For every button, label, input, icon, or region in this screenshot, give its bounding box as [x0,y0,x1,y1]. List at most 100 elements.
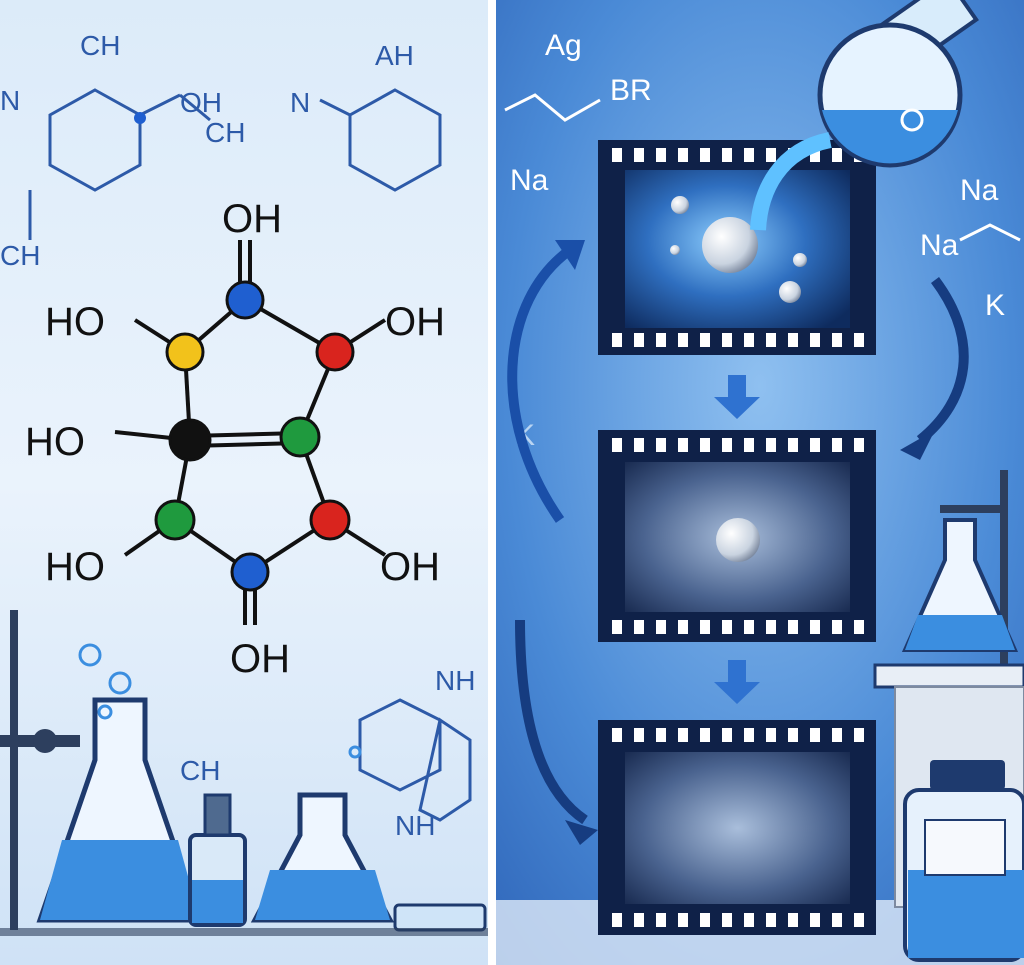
label-oh: OH [180,87,222,118]
sprocket-hole [678,333,688,347]
label-oh: OH [385,300,445,344]
sprocket-hole [766,728,776,742]
sprocket-hole [612,728,622,742]
sprocket-hole [744,620,754,634]
label-na: Na [920,229,959,262]
bottle-cap [930,760,1005,790]
lab-glassware-left [0,610,488,936]
petri-dish-icon [393,903,487,932]
label-oh: OH [230,637,290,681]
round-flask-icon [750,0,979,231]
label-oh: OH [380,545,440,589]
sprocket-hole [744,728,754,742]
particle-icon [716,518,760,562]
sprocket-hole [810,148,820,162]
label-oh: OH [222,197,282,241]
sprocket-hole [678,620,688,634]
sprocket-hole [722,148,732,162]
label-na: Na [960,174,999,207]
atom-red [309,499,351,541]
sprocket-hole [612,333,622,347]
sprocket-hole [722,438,732,452]
label-ag: Ag [545,29,582,62]
atom-red [315,332,355,372]
sprocket-hole [810,728,820,742]
sprocket-hole [744,333,754,347]
sprocket-hole [612,148,622,162]
atom-yellow [165,332,205,372]
sprocket-hole [700,438,710,452]
sprocket-hole [656,333,666,347]
down-arrows [714,375,760,704]
sprocket-hole [766,438,776,452]
sprocket-hole [810,438,820,452]
sprocket-hole [634,438,644,452]
sprocket-hole [854,333,864,347]
atom-blue [225,280,265,320]
sprocket-hole [766,620,776,634]
label-ch: CH [205,117,245,148]
label-ho: HO [45,545,105,589]
sprocket-hole [634,333,644,347]
sprocket-hole [810,913,820,927]
sprocket-hole [788,913,798,927]
arrow-heads [555,240,935,845]
cycle-arrows [507,245,969,825]
sprocket-hole [700,913,710,927]
sprocket-hole [656,728,666,742]
lab-glassware-right [873,470,1024,962]
sprocket-hole [678,728,688,742]
sprocket-hole [634,913,644,927]
label-n: N [0,85,20,116]
sprocket-hole [788,620,798,634]
sprocket-hole [854,620,864,634]
sprocket-hole [656,438,666,452]
sprocket-hole [766,148,776,162]
particle-icon [702,217,758,273]
sprocket-hole [810,333,820,347]
label-ch: CH [180,755,220,786]
atom-black [168,418,212,462]
label-k: K [985,289,1005,322]
label-n: N [290,87,310,118]
sprocket-hole [766,913,776,927]
sprocket-hole [722,728,732,742]
sprocket-hole [788,728,798,742]
sprocket-hole [832,913,842,927]
divider [488,0,496,965]
sprocket-hole [634,620,644,634]
sprocket-hole [634,728,644,742]
sprocket-hole [744,438,754,452]
sprocket-hole [832,148,842,162]
sprocket-hole [700,620,710,634]
sprocket-hole [656,913,666,927]
label-ho: HO [25,420,85,464]
sprocket-hole [832,620,842,634]
lab-bench [873,663,1024,689]
background-bonds-right [504,93,1021,242]
sprocket-hole [722,333,732,347]
sprocket-hole [678,438,688,452]
sprocket-hole [854,728,864,742]
sprocket-hole [700,333,710,347]
sprocket-hole [612,620,622,634]
sprocket-hole [612,913,622,927]
sprocket-hole [832,438,842,452]
atom-green [154,499,196,541]
sprocket-hole [700,148,710,162]
atom-small [134,112,146,124]
sprocket-hole [854,913,864,927]
sprocket-hole [612,438,622,452]
label-ah: AH [375,40,414,71]
sprocket-hole [788,333,798,347]
sprocket-hole [810,620,820,634]
label-nh: NH [435,665,475,696]
atom-green [279,416,321,458]
sprocket-hole [678,913,688,927]
sprocket-hole [722,620,732,634]
sprocket-hole [854,438,864,452]
label-na: Na [510,164,549,197]
sprocket-hole [634,148,644,162]
label-ho: HO [45,300,105,344]
